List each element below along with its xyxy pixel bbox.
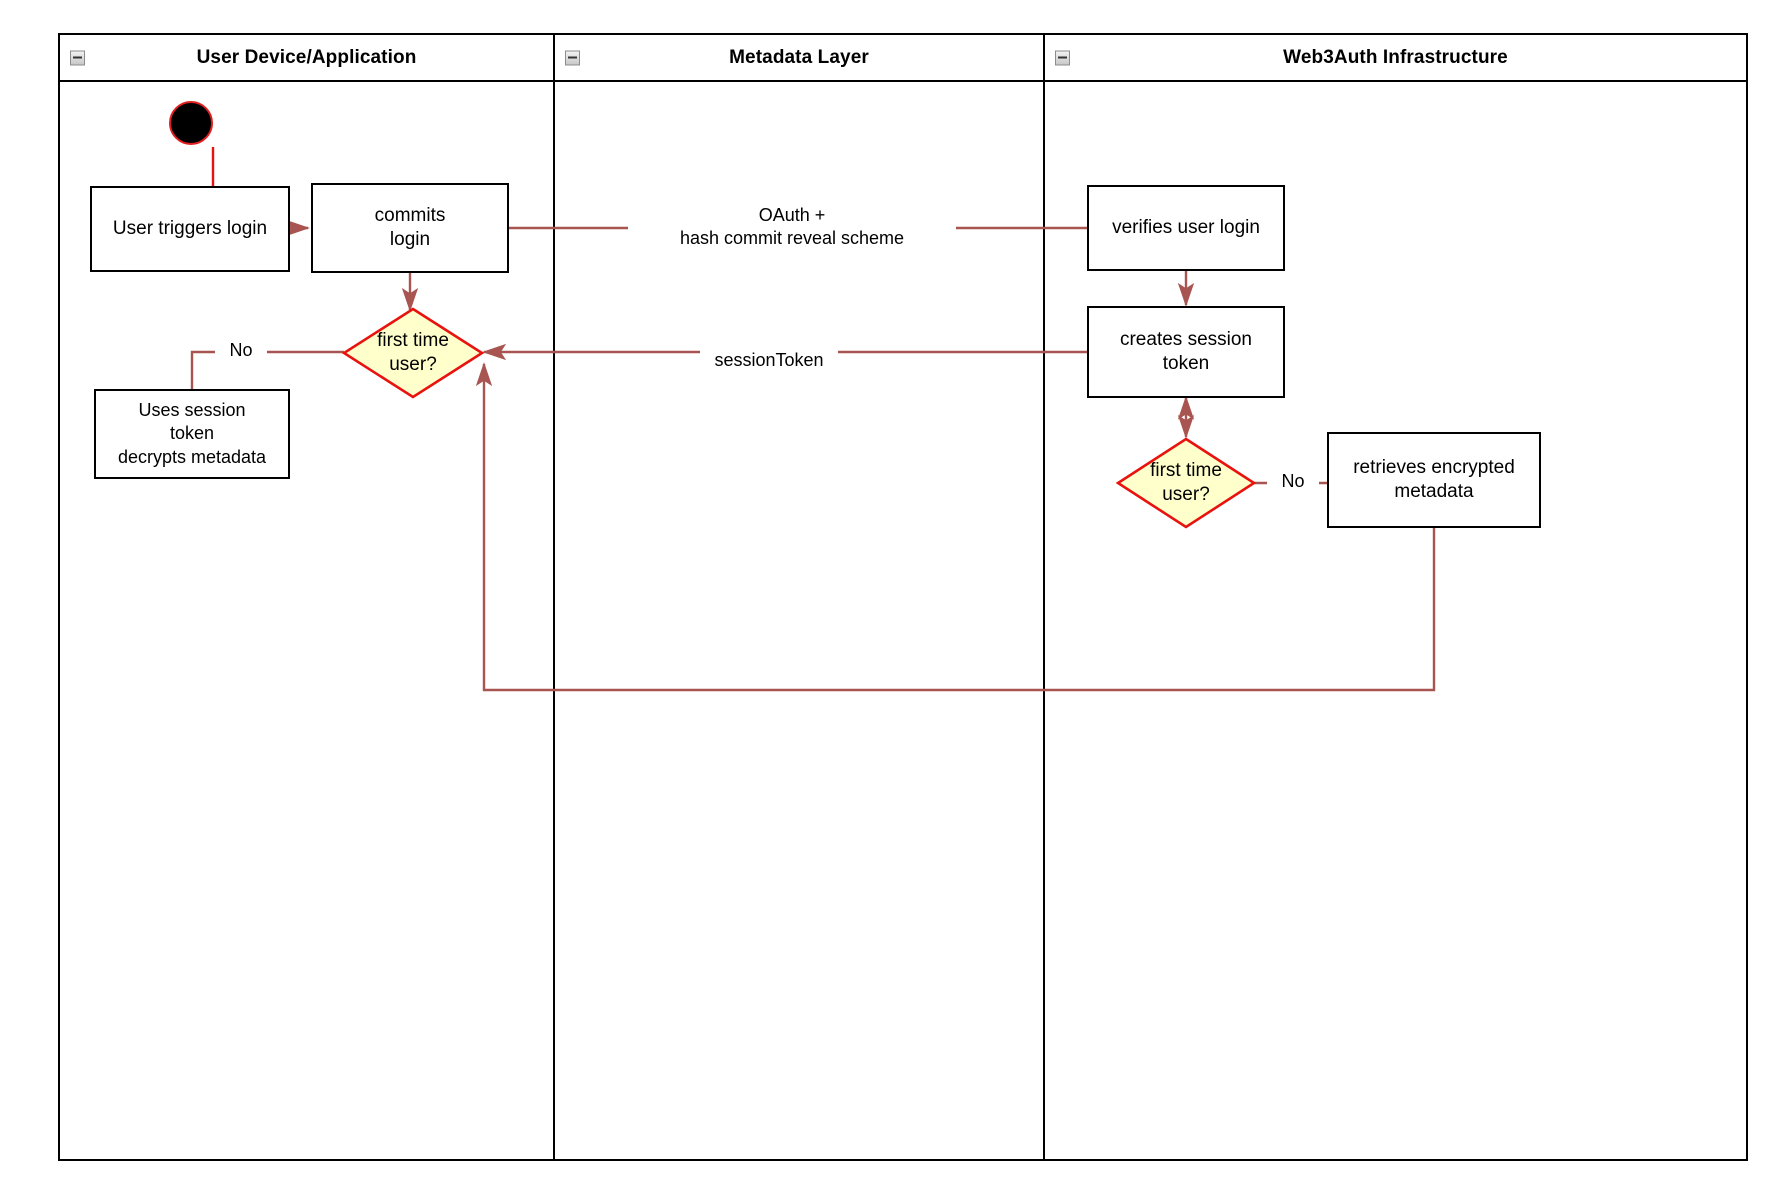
decision-shape: [1116, 437, 1256, 529]
lane-title-metadata-layer: Metadata Layer: [729, 46, 869, 68]
lane-user-device[interactable]: User Device/Application: [60, 35, 553, 1159]
collapse-minus-icon[interactable]: [565, 50, 580, 65]
initial-node[interactable]: [169, 101, 213, 145]
action-label: verifies user login: [1112, 216, 1260, 238]
action-creates-session-token[interactable]: creates session token: [1087, 306, 1285, 398]
lane-header-metadata-layer[interactable]: Metadata Layer: [555, 35, 1043, 82]
collapse-minus-icon[interactable]: [1055, 50, 1070, 65]
edge-label-oauth: OAuth + hash commit reveal scheme: [628, 204, 956, 251]
decision-first-time-user-right[interactable]: first time user?: [1116, 437, 1256, 529]
lane-title-web3auth-infrastructure: Web3Auth Infrastructure: [1283, 46, 1508, 68]
edge-label-session-token: sessionToken: [700, 349, 838, 373]
action-label: retrieves encrypted metadata: [1353, 456, 1515, 502]
lane-web3auth-infrastructure[interactable]: Web3Auth Infrastructure: [1043, 35, 1746, 1159]
action-label: User triggers login: [112, 217, 268, 239]
action-uses-session-token[interactable]: Uses session token decrypts metadata: [94, 389, 290, 479]
lane-header-web3auth-infrastructure[interactable]: Web3Auth Infrastructure: [1045, 35, 1746, 82]
action-label: creates session token: [1119, 328, 1252, 374]
action-verifies-user-login[interactable]: verifies user login: [1087, 185, 1285, 271]
action-user-triggers-login[interactable]: User triggers login: [90, 186, 290, 272]
lane-header-user-device[interactable]: User Device/Application: [60, 35, 553, 82]
decision-shape: [342, 307, 484, 399]
lane-title-user-device: User Device/Application: [196, 46, 417, 68]
action-retrieves-encrypted-metadata[interactable]: retrieves encrypted metadata: [1327, 432, 1541, 528]
edge-label-no-left: No: [215, 339, 267, 363]
action-label: commits login: [374, 204, 446, 250]
decision-first-time-user-left[interactable]: first time user?: [342, 307, 484, 399]
action-commits-login[interactable]: commits login: [311, 183, 509, 273]
action-label: Uses session token decrypts metadata: [117, 400, 267, 467]
edge-label-no-right: No: [1267, 470, 1319, 494]
collapse-minus-icon[interactable]: [70, 50, 85, 65]
